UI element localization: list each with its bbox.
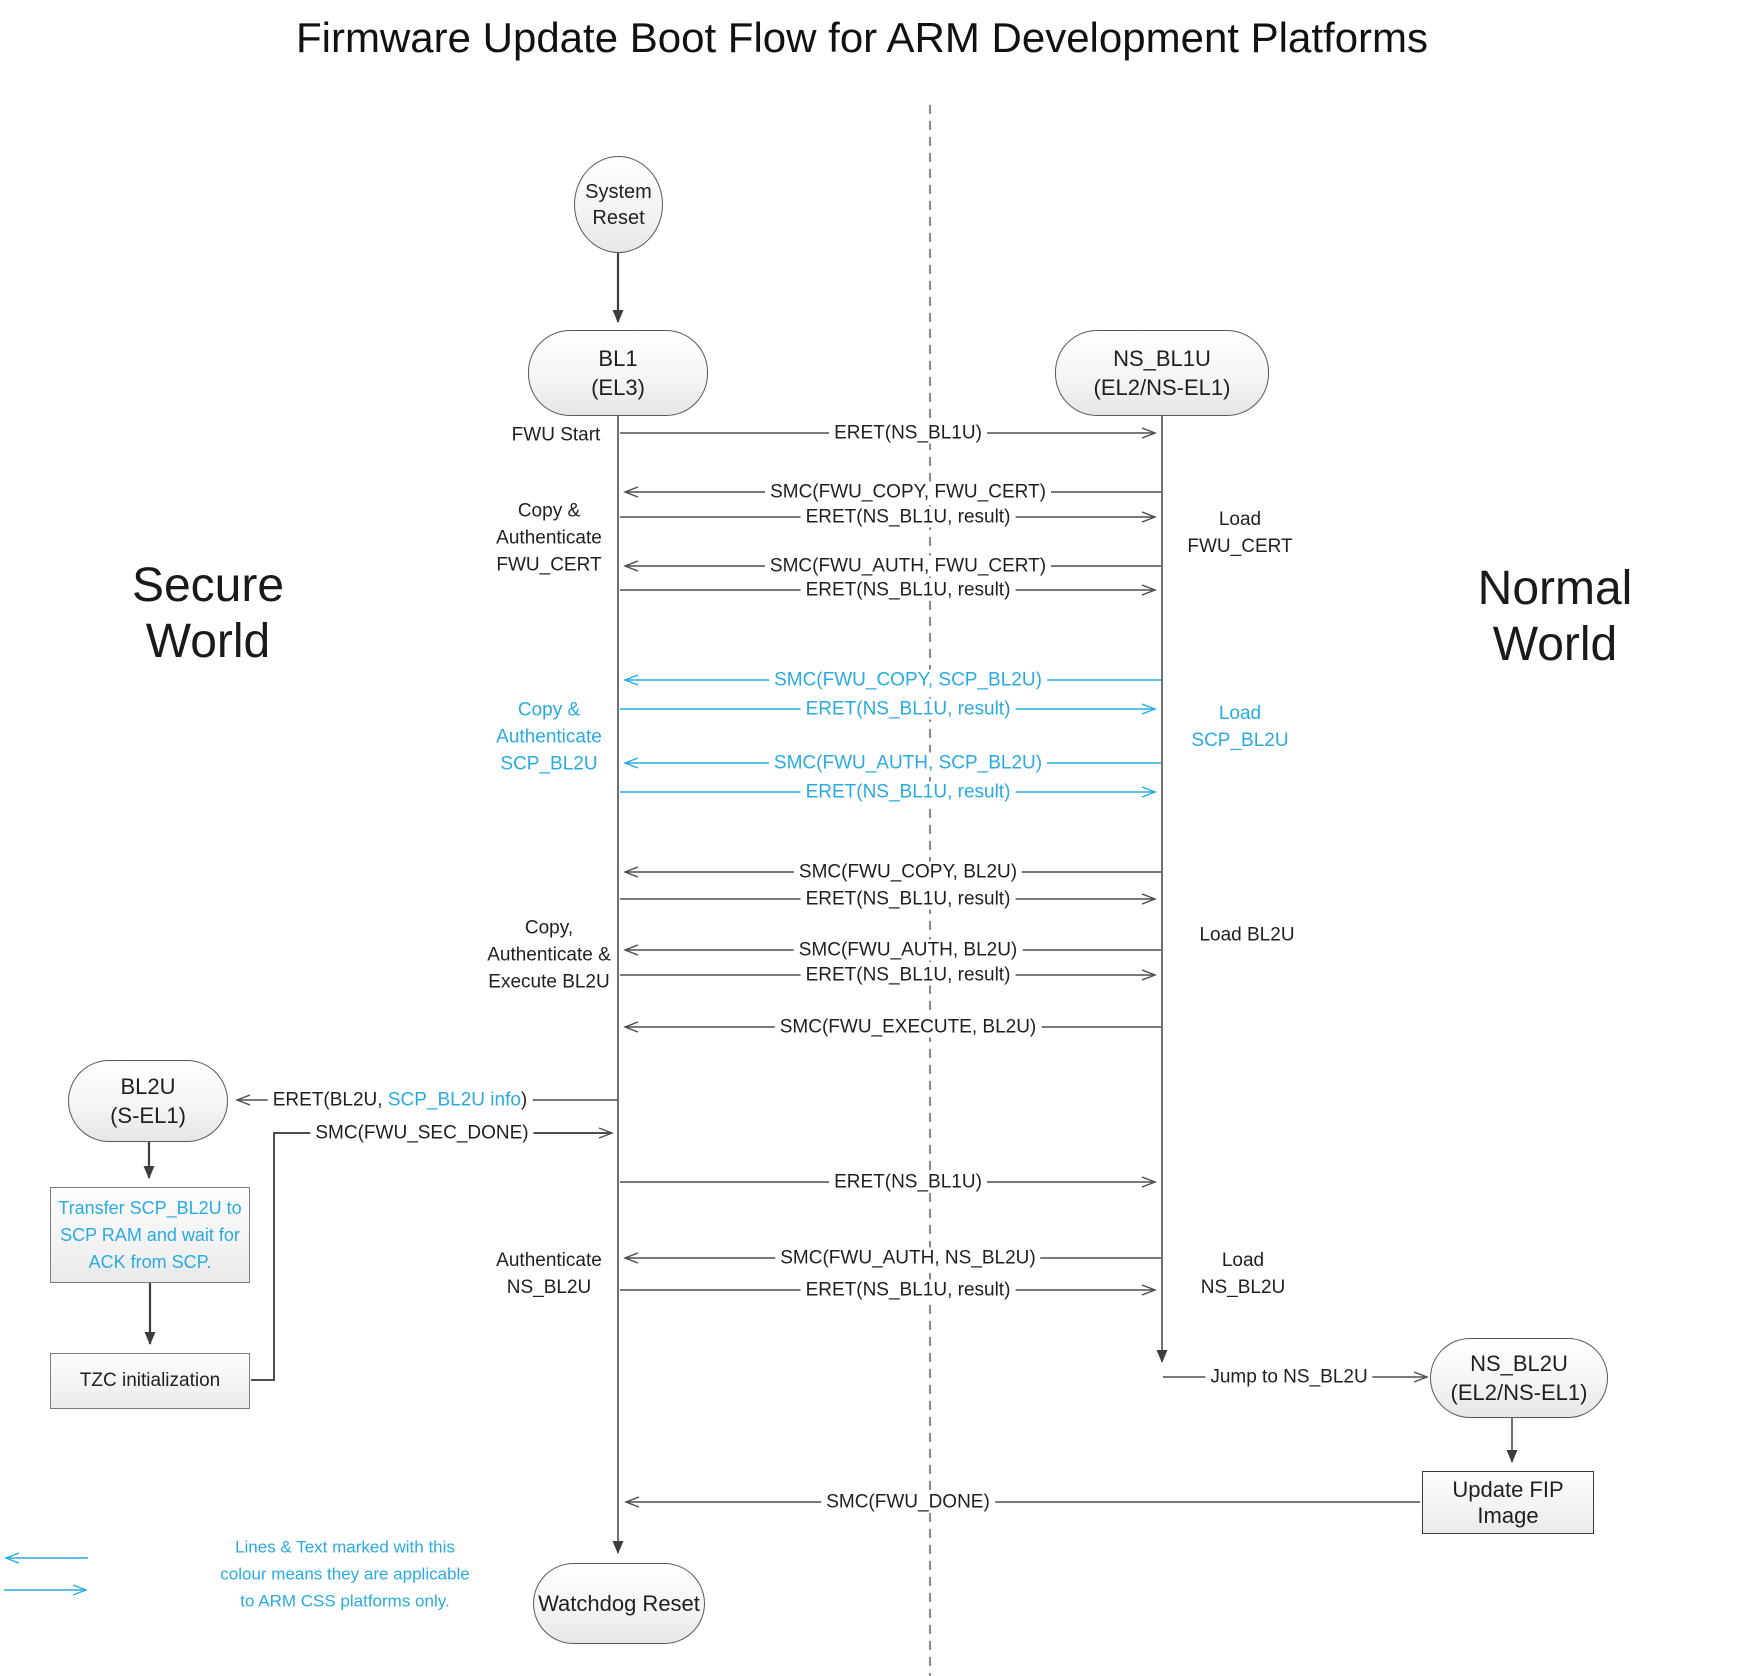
msg-eret-result-1: ERET(NS_BL1U, result) (800, 506, 1016, 528)
label-copy-auth-exec-bl2u: Copy, Authenticate & Execute BL2U (487, 915, 611, 996)
label-load-bl2u: Load BL2U (1199, 924, 1295, 946)
msg-eret-ns-bl1u-2: ERET(NS_BL1U) (829, 1171, 987, 1193)
node-update-fip: Update FIP Image (1422, 1471, 1594, 1534)
normal-world-line1: Normal (1477, 562, 1633, 615)
label-load-ns-bl2u: Load NS_BL2U (1201, 1247, 1286, 1301)
ns-bl2u-line1: NS_BL2U (1470, 1351, 1568, 1376)
msg-eret-result-4: ERET(NS_BL1U, result) (800, 964, 1016, 986)
secure-world-line1: Secure (131, 559, 285, 612)
msg-eret-bl2u-part1: ERET(BL2U, (272, 1089, 388, 1111)
page-title: Firmware Update Boot Flow for ARM Develo… (295, 14, 1429, 61)
label-load-fwu-cert: Load FWU_CERT (1187, 506, 1292, 560)
label-auth-ns-bl2u: Authenticate NS_BL2U (496, 1247, 602, 1301)
ns-bl2u-line2: (EL2/NS-EL1) (1450, 1380, 1588, 1405)
label-load-scp-bl2u: Load SCP_BL2U (1191, 700, 1288, 754)
msg-eret-result-scp-1: ERET(NS_BL1U, result) (800, 698, 1016, 720)
msg-smc-auth-fwu-cert: SMC(FWU_AUTH, FWU_CERT) (764, 555, 1052, 577)
msg-eret-bl2u: ERET(BL2U, SCP_BL2U info) (267, 1089, 533, 1111)
bl2u-line2: (S-EL1) (110, 1103, 186, 1128)
auth-ns-bl2u-line1: Authenticate (496, 1250, 602, 1271)
msg-eret-result-scp-2: ERET(NS_BL1U, result) (800, 781, 1016, 803)
msg-smc-auth-ns-bl2u: SMC(FWU_AUTH, NS_BL2U) (775, 1247, 1041, 1269)
node-tzc-init: TZC initialization (50, 1353, 250, 1409)
msg-smc-done: SMC(FWU_DONE) (821, 1491, 995, 1513)
msg-smc-execute-bl2u: SMC(FWU_EXECUTE, BL2U) (774, 1016, 1042, 1038)
legend-text: Lines & Text marked with this colour mea… (220, 1534, 469, 1615)
load-scp-bl2u-line2: SCP_BL2U (1191, 730, 1289, 751)
msg-smc-copy-fwu-cert: SMC(FWU_COPY, FWU_CERT) (765, 481, 1051, 503)
msg-eret-bl2u-part3: ) (520, 1089, 528, 1111)
node-transfer-scp: Transfer SCP_BL2U to SCP RAM and wait fo… (50, 1187, 250, 1283)
copy-auth-fwu-cert-line1: Copy & (517, 500, 581, 522)
node-watchdog-reset: Watchdog Reset (533, 1563, 705, 1644)
copy-auth-fwu-cert-line2: Authenticate (496, 527, 602, 549)
tzc-init-label: TZC initialization (79, 1370, 221, 1391)
secure-world-label: Secure World (132, 558, 284, 670)
copy-auth-scp-bl2u-line1: Copy & (517, 699, 581, 721)
label-copy-auth-fwu-cert: Copy & Authenticate FWU_CERT (496, 498, 602, 579)
copy-auth-scp-bl2u-line3: SCP_BL2U (500, 753, 598, 775)
label-copy-auth-scp-bl2u: Copy & Authenticate SCP_BL2U (496, 697, 602, 778)
legend-line2: colour means they are applicable (220, 1564, 470, 1584)
bl1-line1: BL1 (598, 346, 638, 371)
copy-auth-exec-bl2u-line1: Copy, (524, 917, 574, 939)
ns-bl1u-line1: NS_BL1U (1113, 346, 1211, 371)
ns-bl1u-line2: (EL2/NS-EL1) (1093, 375, 1231, 400)
load-fwu-cert-line1: Load (1218, 509, 1262, 530)
msg-smc-copy-scp-bl2u: SMC(FWU_COPY, SCP_BL2U) (769, 669, 1047, 691)
transfer-scp-line3: ACK from SCP. (88, 1251, 212, 1272)
bl2u-line1: BL2U (120, 1074, 176, 1099)
update-fip-label: Update FIP Image (1452, 1476, 1564, 1528)
msg-eret-ns-bl1u: ERET(NS_BL1U) (829, 422, 987, 444)
label-fwu-start: FWU Start (511, 424, 601, 446)
node-ns-bl2u: NS_BL2U (EL2/NS-EL1) (1430, 1338, 1608, 1418)
legend-line1: Lines & Text marked with this (235, 1537, 455, 1557)
msg-smc-copy-bl2u: SMC(FWU_COPY, BL2U) (793, 861, 1023, 883)
transfer-scp-line2: SCP RAM and wait for (60, 1224, 240, 1245)
load-ns-bl2u-line2: NS_BL2U (1200, 1277, 1286, 1298)
copy-auth-fwu-cert-line3: FWU_CERT (496, 554, 602, 576)
node-bl2u: BL2U (S-EL1) (68, 1060, 228, 1142)
msg-eret-result-3: ERET(NS_BL1U, result) (800, 888, 1016, 910)
node-system-reset: System Reset (574, 156, 663, 253)
msg-smc-auth-scp-bl2u: SMC(FWU_AUTH, SCP_BL2U) (768, 752, 1048, 774)
copy-auth-exec-bl2u-line2: Authenticate & (487, 944, 611, 966)
secure-world-line2: World (145, 615, 271, 668)
msg-eret-result-5: ERET(NS_BL1U, result) (800, 1279, 1016, 1301)
msg-smc-auth-bl2u: SMC(FWU_AUTH, BL2U) (793, 939, 1023, 961)
copy-auth-exec-bl2u-line3: Execute BL2U (488, 971, 610, 993)
normal-world-line2: World (1492, 618, 1618, 671)
bl1-line2: (EL3) (591, 375, 645, 400)
load-ns-bl2u-line1: Load (1221, 1250, 1265, 1271)
load-fwu-cert-line2: FWU_CERT (1187, 536, 1293, 557)
msg-eret-bl2u-part2: SCP_BL2U info (387, 1089, 521, 1111)
legend-line3: to ARM CSS platforms only. (240, 1591, 450, 1611)
normal-world-label: Normal World (1478, 561, 1633, 673)
copy-auth-scp-bl2u-line2: Authenticate (496, 726, 602, 748)
msg-eret-result-2: ERET(NS_BL1U, result) (800, 579, 1016, 601)
watchdog-reset-label: Watchdog Reset (538, 1591, 700, 1616)
node-bl1: BL1 (EL3) (528, 330, 708, 416)
node-ns-bl1u: NS_BL1U (EL2/NS-EL1) (1055, 330, 1269, 416)
transfer-scp-line1: Transfer SCP_BL2U to (58, 1197, 242, 1218)
msg-smc-sec-done: SMC(FWU_SEC_DONE) (310, 1122, 534, 1144)
msg-jump-to-ns-bl2u: Jump to NS_BL2U (1205, 1366, 1373, 1388)
auth-ns-bl2u-line2: NS_BL2U (506, 1277, 592, 1298)
system-reset-line2: Reset (592, 206, 645, 229)
load-scp-bl2u-line1: Load (1218, 703, 1262, 724)
system-reset-line1: System (585, 180, 652, 203)
